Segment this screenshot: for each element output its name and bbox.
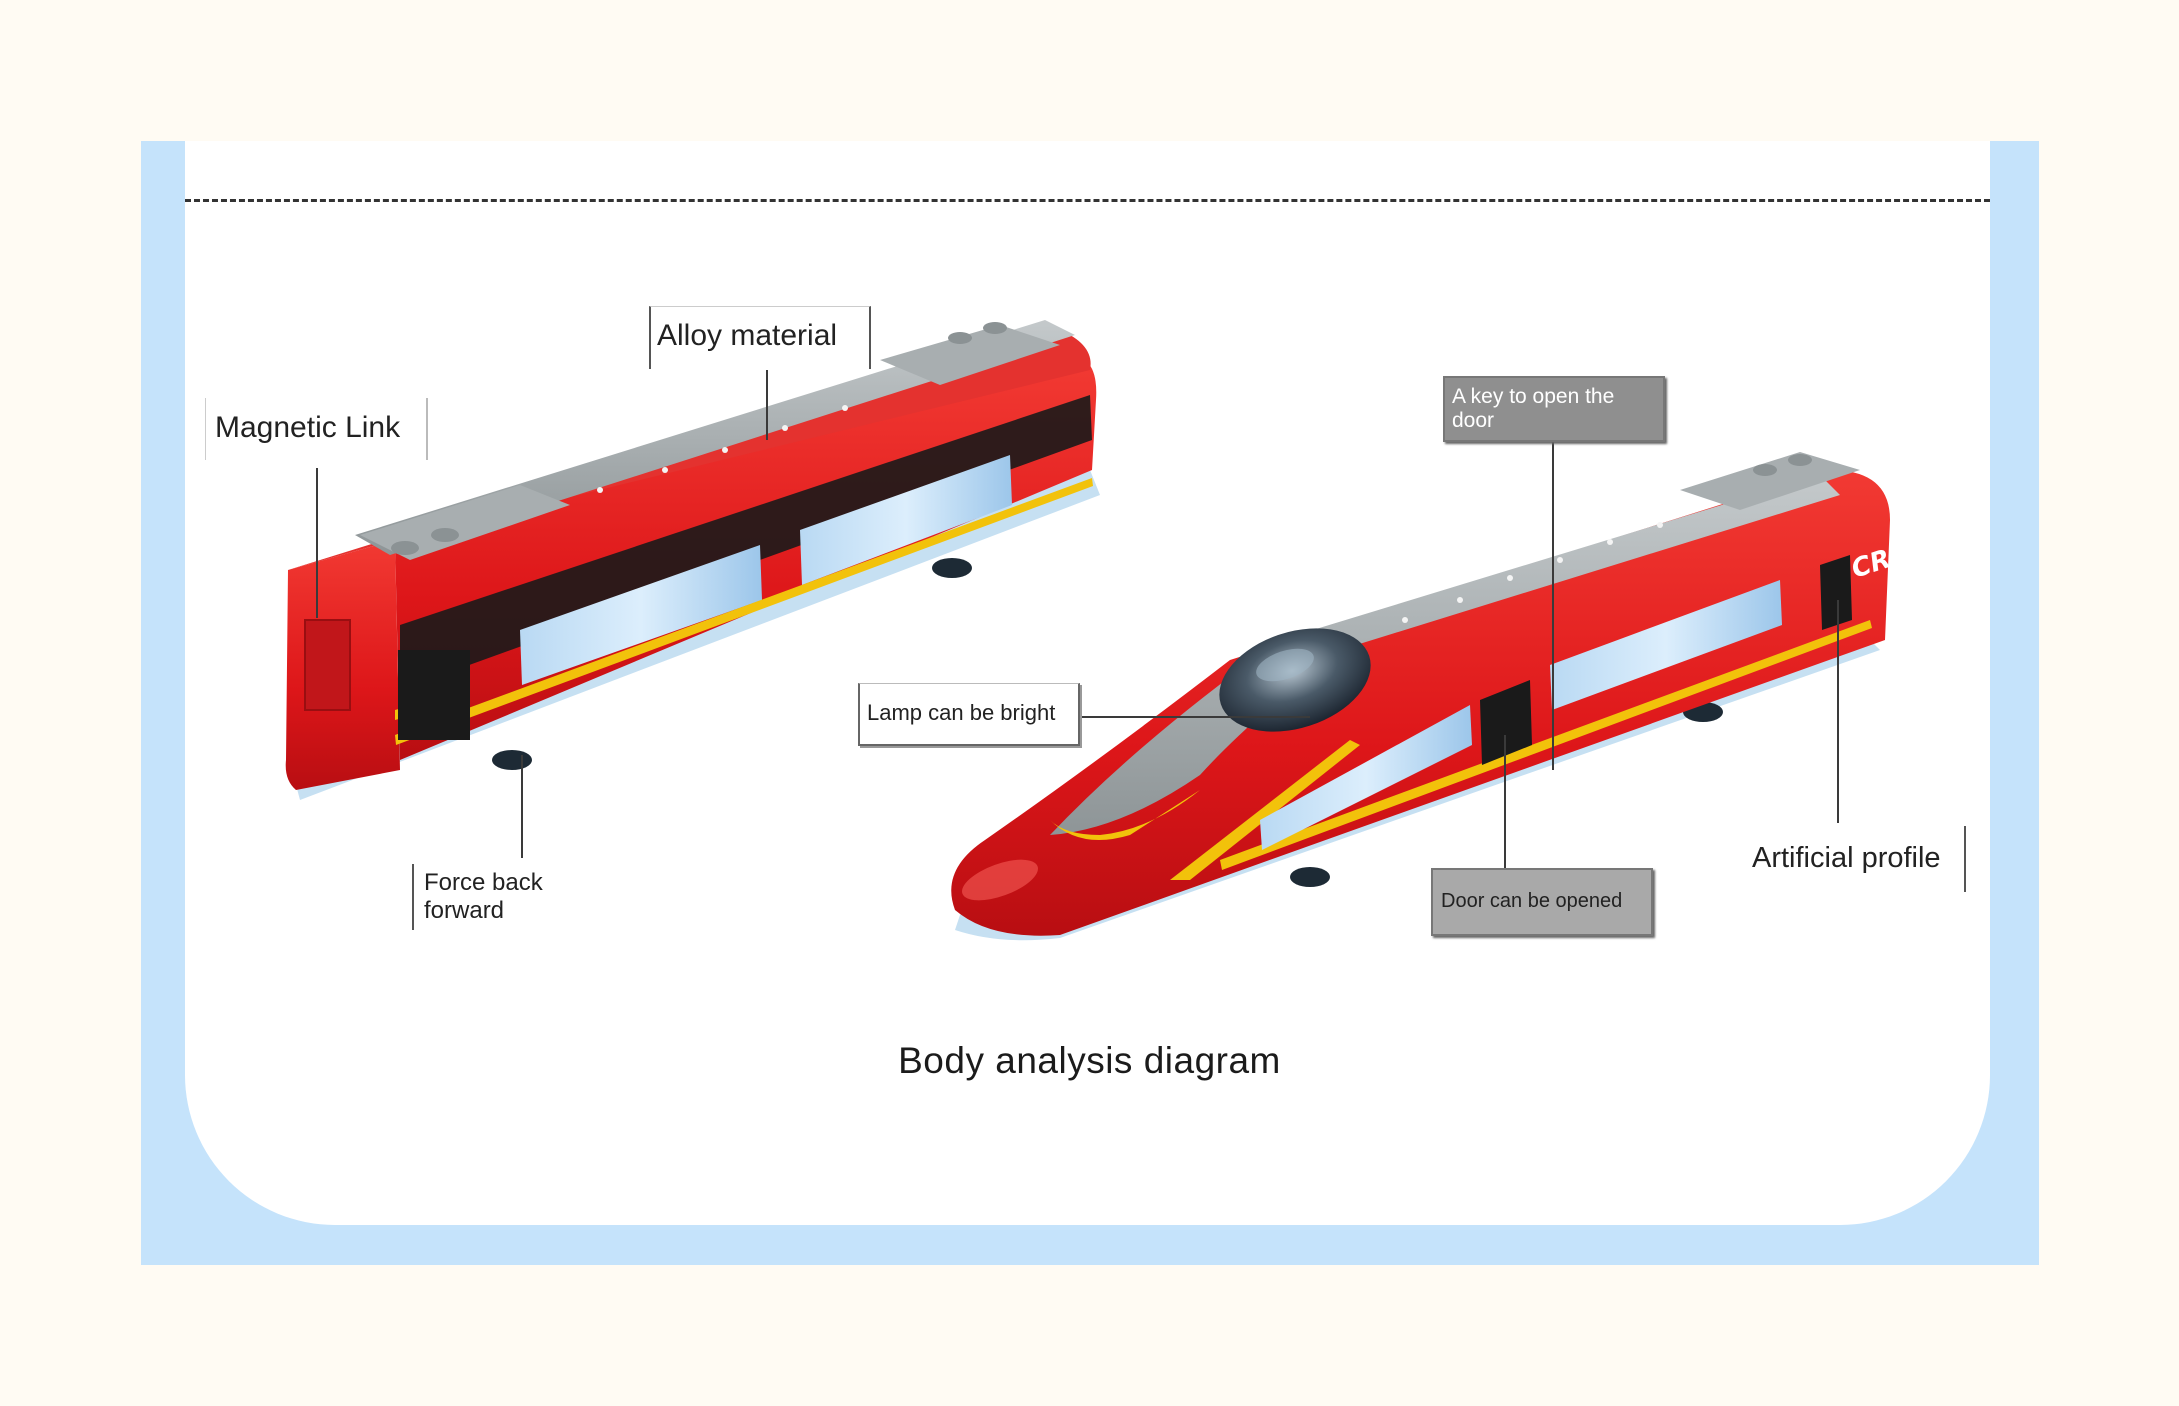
door-can-be-opened-label: Door can be opened — [1441, 890, 1623, 912]
lamp-can-be-bright-label: Lamp can be bright — [867, 700, 1056, 725]
lamp-box: Lamp can be bright — [858, 683, 1080, 746]
left-window-2 — [800, 455, 1012, 585]
right-door — [1480, 680, 1532, 765]
magnetic-link-box: Magnetic Link — [205, 398, 428, 460]
left-roof-module-back — [880, 325, 1060, 385]
cockpit-dome — [1219, 628, 1371, 732]
right-nose-car: CR — [951, 452, 1894, 941]
left-yellow-stripe — [395, 478, 1093, 745]
force-back-forward-box: Force back forward — [412, 864, 634, 930]
left-wheel-2 — [932, 558, 972, 578]
left-roof-module — [360, 485, 570, 560]
right-yellow-stripe — [1220, 620, 1872, 870]
leader-lines — [316, 370, 1839, 868]
force-back-forward-label: Force back forward — [424, 869, 543, 924]
artificial-profile-label: Artificial profile — [1752, 842, 1941, 874]
magnetic-link-label: Magnetic Link — [215, 411, 401, 444]
alloy-material-label: Alloy material — [657, 319, 838, 352]
right-window-1 — [1260, 705, 1472, 850]
right-car-body — [951, 470, 1890, 936]
dashed-divider — [185, 199, 1990, 202]
right-car-roof — [1050, 475, 1840, 835]
key-open-door-label: A key to open the door — [1452, 385, 1615, 433]
diagram-caption: Body analysis diagram — [898, 1040, 1281, 1081]
door-opened-box: Door can be opened — [1431, 868, 1653, 936]
left-window-1 — [520, 545, 762, 685]
key-open-door-box: A key to open the door — [1443, 376, 1665, 442]
alloy-material-box: Alloy material — [649, 306, 871, 369]
left-wheel-1 — [492, 750, 532, 770]
artificial-profile-box: Artificial profile — [1740, 826, 1966, 892]
left-carriage — [285, 320, 1100, 800]
right-window-2 — [1550, 580, 1782, 710]
